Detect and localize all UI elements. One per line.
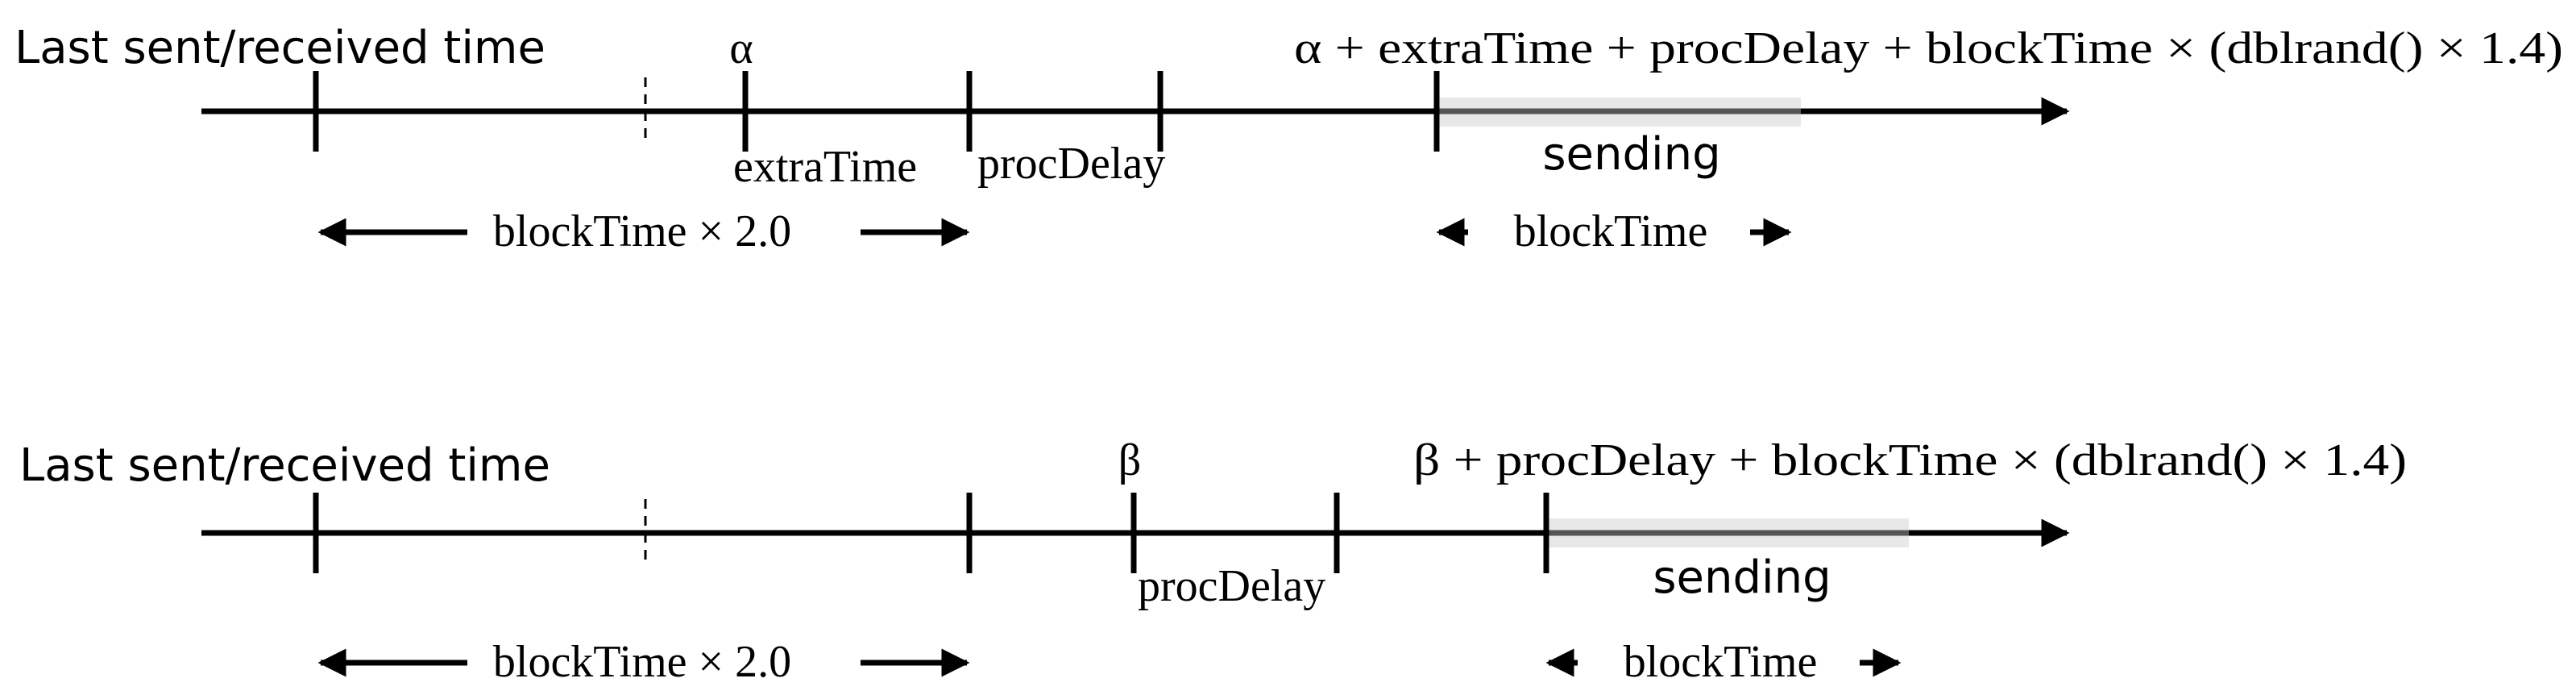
segment-label-extratime: extraTime <box>733 142 917 192</box>
event-label: β <box>1118 435 1142 485</box>
timeline-alpha: Last sent/received time α α + extraTime … <box>15 22 2563 256</box>
event-label: α <box>729 23 753 73</box>
span-label: blockTime × 2.0 <box>493 206 791 256</box>
block-label: blockTime <box>1514 206 1708 256</box>
span-label: blockTime × 2.0 <box>493 637 791 687</box>
origin-label: Last sent/received time <box>19 439 550 492</box>
segment-label-procdelay: procDelay <box>977 139 1165 189</box>
formula-label: α + extraTime + procDelay + blockTime × … <box>1294 23 2563 73</box>
sending-label: sending <box>1653 551 1831 604</box>
formula-label: β + procDelay + blockTime × (dblrand() ×… <box>1413 435 2407 485</box>
origin-label: Last sent/received time <box>15 22 545 74</box>
block-label: blockTime <box>1624 637 1818 687</box>
timeline-beta: Last sent/received time β β + procDelay … <box>19 435 2407 687</box>
segment-label-procdelay: procDelay <box>1138 561 1325 611</box>
sending-label: sending <box>1542 128 1720 181</box>
